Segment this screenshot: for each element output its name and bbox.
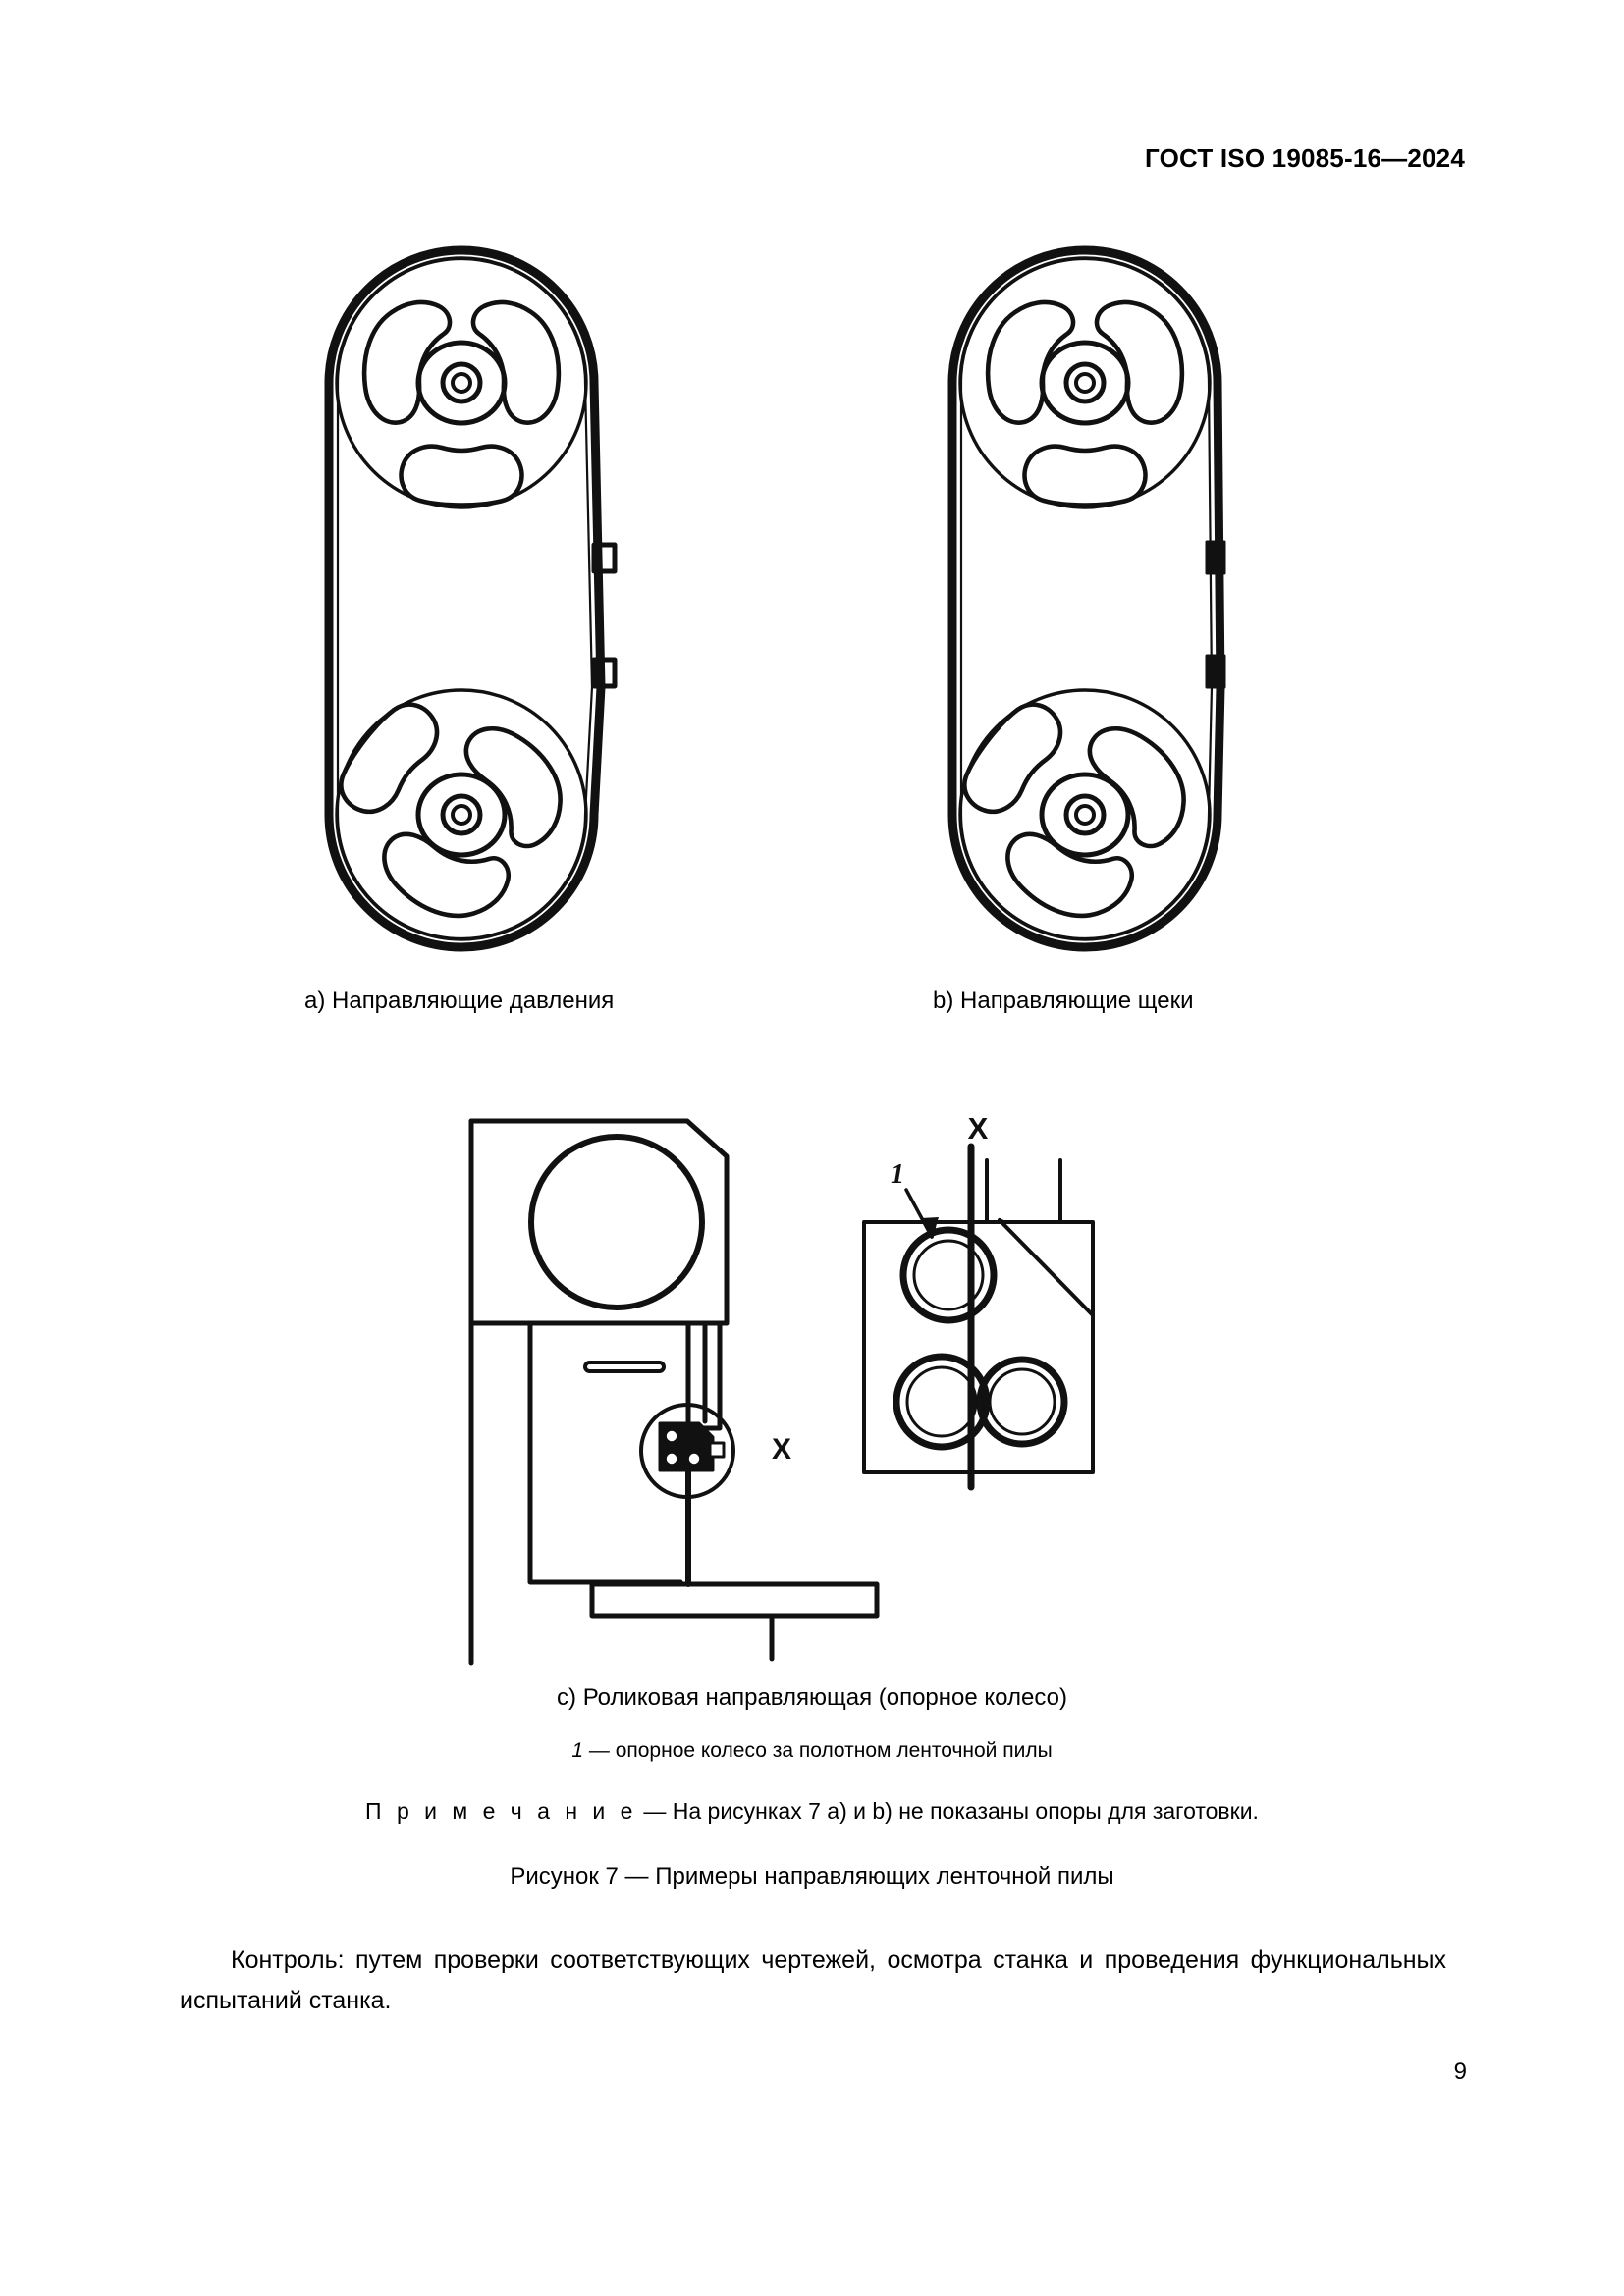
legend-key-text: опорное колесо за полотном ленточной пил… (615, 1739, 1053, 1762)
cheek-guide-lower (1205, 654, 1226, 689)
diagram-c-detail (862, 1143, 1095, 1491)
figure-legend: 1 — опорное колесо за полотном ленточной… (0, 1739, 1624, 1763)
machine-detail-label-x: X (772, 1433, 791, 1466)
roller-callout-1: 1 (891, 1159, 904, 1190)
upper-band-wheel (528, 1134, 705, 1310)
caption-b: b) Направляющие щеки (933, 988, 1194, 1014)
pressure-guide-lower (591, 657, 618, 689)
note-text: — На рисунках 7 a) и b) не показаны опор… (643, 1798, 1259, 1824)
figure-title: Рисунок 7 — Примеры направляющих ленточн… (510, 1863, 1114, 1890)
cabinet-slot (583, 1361, 666, 1373)
page-number: 9 (1453, 2058, 1467, 2085)
detail-circle-x (639, 1403, 735, 1499)
body-paragraph: Контроль: путем проверки соответствующих… (180, 1947, 1446, 2014)
caption-a: a) Направляющие давления (304, 988, 615, 1014)
legend-key-number: 1 (571, 1739, 583, 1762)
diagram-b (947, 245, 1226, 952)
caption-c: c) Роликовая направляющая (опорное колес… (557, 1684, 1067, 1711)
legend-dash: — (588, 1739, 610, 1762)
note-label: П р и м е ч а н и е (365, 1798, 637, 1824)
diagram-c-machine (468, 1118, 880, 1666)
roller-lower-right (976, 1356, 1068, 1448)
diagram-a (324, 245, 618, 952)
pressure-guide-upper (591, 542, 618, 574)
standard-header: ГОСТ ISO 19085-16—2024 (1145, 143, 1465, 173)
work-table (589, 1581, 880, 1619)
cheek-guide-upper (1205, 540, 1226, 575)
roller-upper-left (899, 1226, 998, 1324)
detail-view-label-x: X (968, 1111, 989, 1146)
roller-lower-left (893, 1353, 991, 1451)
figure-note: П р и м е ч а н и е — На рисунках 7 a) и… (0, 1798, 1624, 1825)
